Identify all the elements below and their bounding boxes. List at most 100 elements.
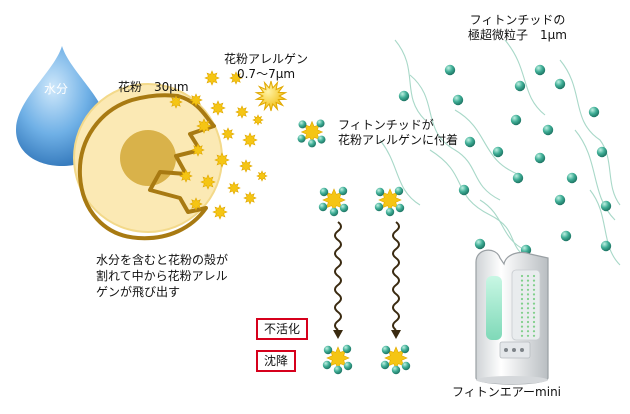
- attached-phytoncide-icon: [395, 203, 405, 213]
- allergen-title: 花粉アレルゲン 0.7～7μm: [224, 52, 308, 82]
- attached-phytoncide-icon: [297, 134, 306, 143]
- settling-arrow-right: [392, 221, 400, 331]
- phytoncide-particle-icon: [474, 238, 486, 250]
- particles-layer: [169, 64, 612, 375]
- vent-dot: [532, 334, 536, 337]
- vent-dot: [526, 274, 530, 278]
- attached-phytoncide-icon: [322, 360, 332, 370]
- vent-dot: [532, 307, 536, 310]
- large-allergen-icon: [254, 80, 288, 112]
- phytoncide-particle-icon: [514, 80, 526, 92]
- settling-arrow-right-head: [391, 330, 401, 339]
- allergen-particle-icon: [200, 174, 216, 190]
- attached-phytoncide-icon: [394, 186, 404, 196]
- allergen-title-line-2: 0.7～7μm: [236, 67, 296, 81]
- vent-dot: [526, 284, 530, 287]
- vent-dot: [532, 293, 536, 296]
- vent-dot: [526, 320, 530, 324]
- attached-phytoncide-icon: [401, 361, 411, 371]
- vent-dot: [520, 320, 524, 324]
- vent-dot: [520, 334, 524, 337]
- attached-phytoncide-icon: [319, 187, 329, 197]
- attached-phytoncide-icon: [342, 344, 352, 354]
- attached-phytoncide-icon: [308, 139, 316, 148]
- phytoncide-particle-icon: [464, 136, 476, 148]
- allergen-particle-icon: [212, 204, 228, 220]
- attached-phytoncide-icon: [333, 365, 343, 375]
- phytoncide-particle-icon: [588, 106, 600, 118]
- allergen-particle-icon: [214, 152, 230, 168]
- vent-dot: [520, 293, 524, 296]
- phytoncide-particle-icon: [398, 90, 410, 102]
- attach-line-2: 花粉アレルゲンに付着: [338, 133, 459, 147]
- allergen-particle-icon: [239, 159, 253, 173]
- phytoncide-particle-icon: [512, 172, 524, 184]
- phytoncide-line-1: フィトンチッドの: [469, 13, 566, 27]
- attached-phytoncide-icon: [316, 119, 325, 128]
- allergen-particle-icon: [229, 71, 243, 85]
- allergen-particle-icon: [256, 170, 268, 182]
- attached-phytoncide-icon: [400, 344, 410, 354]
- attached-phytoncide-icon: [380, 360, 390, 370]
- attached-phytoncide-icon: [375, 187, 385, 197]
- settling-arrow-left: [334, 221, 342, 331]
- mist-flow-lines: [379, 39, 621, 266]
- allergen-particle-icon: [210, 100, 226, 116]
- phytoncide-particle-icon: [600, 200, 612, 212]
- phytoncide-particle-icon: [566, 172, 578, 184]
- phytoncide-particle-icon: [510, 114, 522, 126]
- vent-dot: [526, 279, 530, 282]
- vent-dot: [532, 311, 536, 314]
- vent-dot: [520, 284, 524, 287]
- vent-dot: [526, 293, 530, 296]
- phytoncide-particle-icon: [560, 230, 572, 242]
- allergen-particle-icon: [169, 95, 183, 109]
- phytoncide-particle-icon: [444, 64, 456, 76]
- vent-dot: [532, 320, 536, 324]
- vent-dot: [520, 279, 524, 282]
- attach-label: フィトンチッドが 花粉アレルゲンに付着: [338, 118, 458, 148]
- attached-phytoncide-icon: [323, 345, 333, 355]
- phytoncide-particle-label: フィトンチッドの 極超微粒子 1μm: [468, 13, 567, 43]
- vent-dot: [532, 325, 536, 328]
- allergen-particle-icon: [252, 114, 264, 126]
- phytoncide-particle-icon: [452, 94, 464, 106]
- vent-dot: [532, 279, 536, 282]
- vent-dot: [532, 284, 536, 287]
- vent-dot: [532, 297, 536, 301]
- phytoncide-particle-icon: [554, 194, 566, 206]
- vent-dot: [520, 325, 524, 328]
- burst-line-3: ゲンが飛び出す: [96, 285, 181, 299]
- vent-dot: [532, 288, 536, 291]
- settling-arrows: [333, 221, 401, 339]
- attached-phytoncide-icon: [338, 186, 348, 196]
- phytoncide-particle-icon: [554, 78, 566, 90]
- phytoncide-particle-icon: [542, 124, 554, 136]
- vent-dot: [520, 302, 524, 305]
- inactivation-box: 不活化: [256, 318, 309, 340]
- allergen-particle-icon: [227, 181, 241, 195]
- allergen-particle-icon: [235, 105, 249, 119]
- humidifier-icon: [475, 249, 549, 385]
- vent-dot: [526, 325, 530, 328]
- allergen-particle-icon: [179, 169, 193, 183]
- attached-phytoncide-icon: [374, 202, 384, 212]
- vent-dot: [520, 288, 524, 291]
- pollen-grain-icon: [73, 83, 223, 241]
- settling-arrow-left-head: [333, 330, 343, 339]
- attach-line-1: フィトンチッドが: [338, 118, 434, 132]
- vent-dot: [520, 316, 524, 319]
- settling-box: 沈降: [256, 350, 297, 372]
- vent-dot: [520, 274, 524, 278]
- vent-dot: [526, 302, 530, 305]
- attached-phytoncide-icon: [391, 365, 401, 375]
- attached-phytoncide-icon: [298, 120, 307, 129]
- allergen-particle-icon: [191, 143, 205, 157]
- attached-phytoncide-icon: [385, 207, 395, 217]
- attached-phytoncide-icon: [343, 361, 353, 371]
- vent-dot: [532, 330, 536, 333]
- attached-phytoncide-icon: [317, 135, 326, 144]
- vent-dot: [526, 316, 530, 319]
- allergen-particle-icon: [243, 191, 257, 205]
